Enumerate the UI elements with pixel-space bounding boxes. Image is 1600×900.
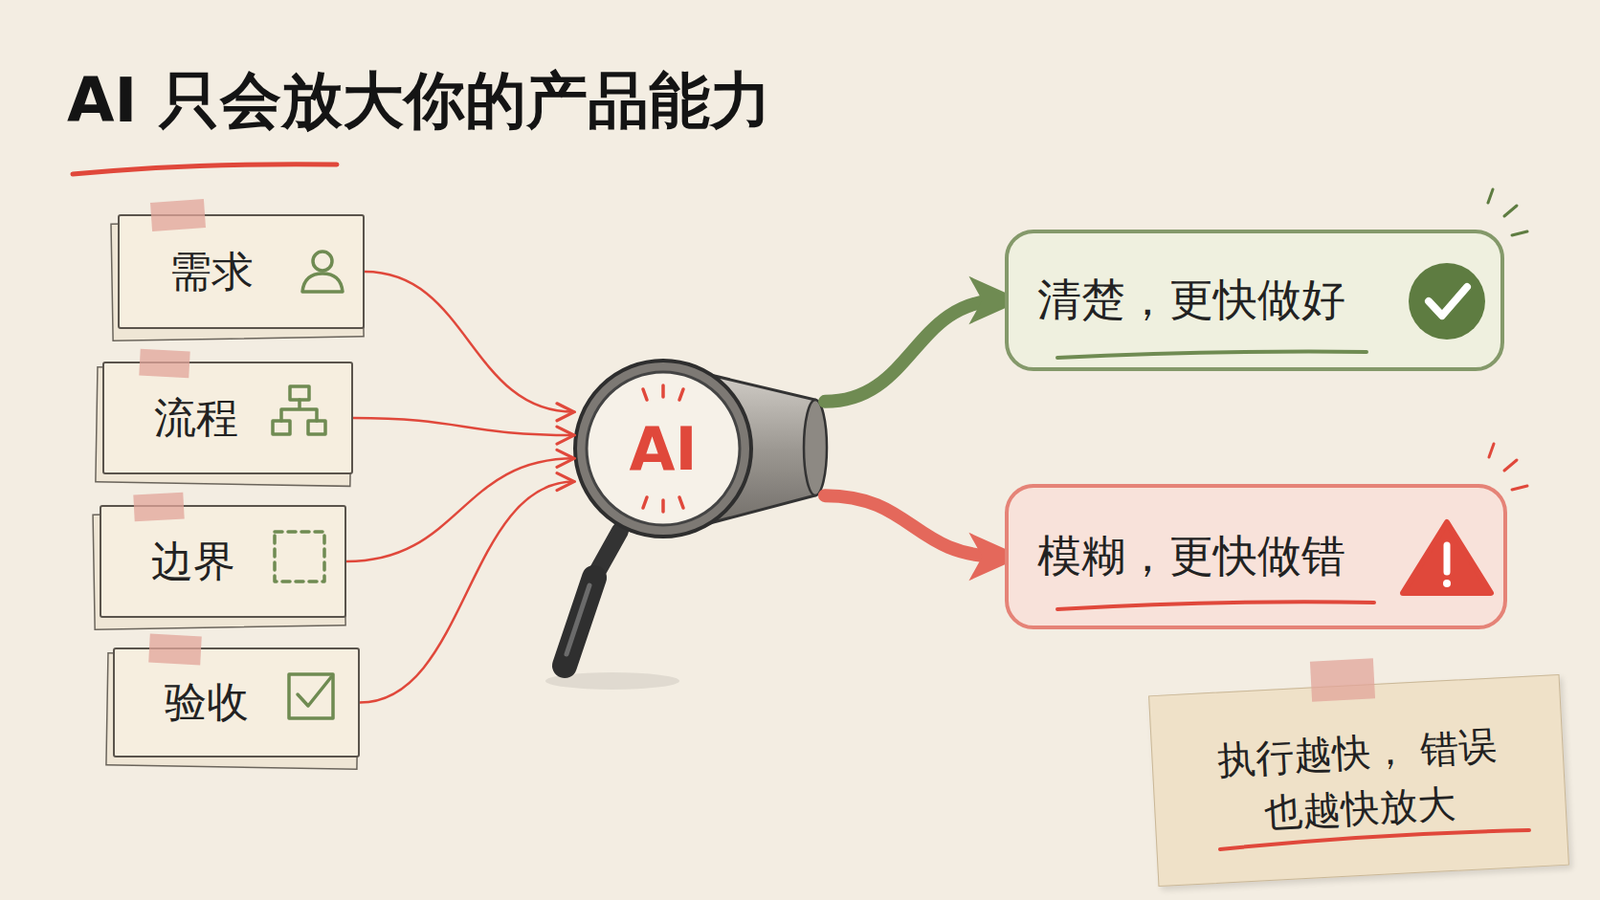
input-card: 边界 xyxy=(99,505,347,619)
bad-outcome: 模糊，更快做错 xyxy=(1004,484,1508,630)
good-outcome: 清楚，更快做好 xyxy=(1004,229,1505,372)
ai-lens: AI xyxy=(574,361,825,536)
node-text: 模糊，更快做错 xyxy=(1037,527,1346,587)
node-text: 流程 xyxy=(154,390,239,447)
pill-icons xyxy=(1057,189,1530,850)
magnifier xyxy=(545,360,827,690)
node-text: 执行越快， 错误也越快放大 xyxy=(1198,716,1520,845)
input-arrow xyxy=(353,418,575,436)
title-underline xyxy=(72,164,337,175)
title: AI 只会放大你的产品能力 xyxy=(66,59,772,143)
input-card: 需求 xyxy=(117,214,365,330)
tape xyxy=(133,199,1376,703)
outcome-arrow xyxy=(824,300,1001,402)
node-text: 边界 xyxy=(151,533,236,591)
input-card: 流程 xyxy=(102,361,354,475)
input-arrow xyxy=(359,482,575,704)
node-text: AI xyxy=(628,414,697,485)
sticky-note: 执行越快， 错误也越快放大 xyxy=(1148,674,1570,888)
node-text: 验收 xyxy=(164,674,249,732)
input-card: 验收 xyxy=(112,647,360,758)
input-arrow xyxy=(364,271,575,413)
card-icons xyxy=(272,251,343,719)
node-text: 清楚，更快做好 xyxy=(1037,270,1346,331)
node-text: 需求 xyxy=(169,244,254,301)
outcome-arrow xyxy=(824,495,1001,557)
input-arrow xyxy=(346,458,575,562)
